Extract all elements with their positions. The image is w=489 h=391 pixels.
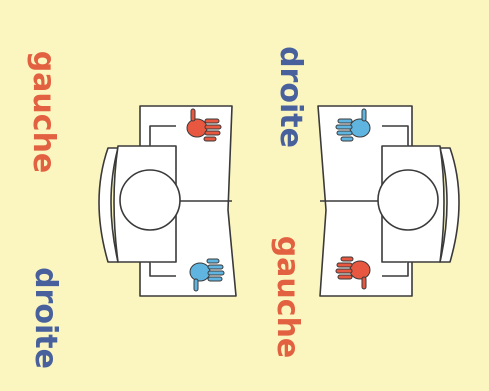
label-gauche-bottom-middle: gauche <box>270 235 305 359</box>
label-droite-top-middle: droite <box>273 46 308 148</box>
left-person <box>98 105 237 297</box>
label-droite-bottom-left: droite <box>28 267 63 369</box>
right-body <box>377 125 445 277</box>
right-person <box>317 105 460 297</box>
label-gauche-top-left: gauche <box>26 50 61 174</box>
left-body <box>113 125 181 277</box>
